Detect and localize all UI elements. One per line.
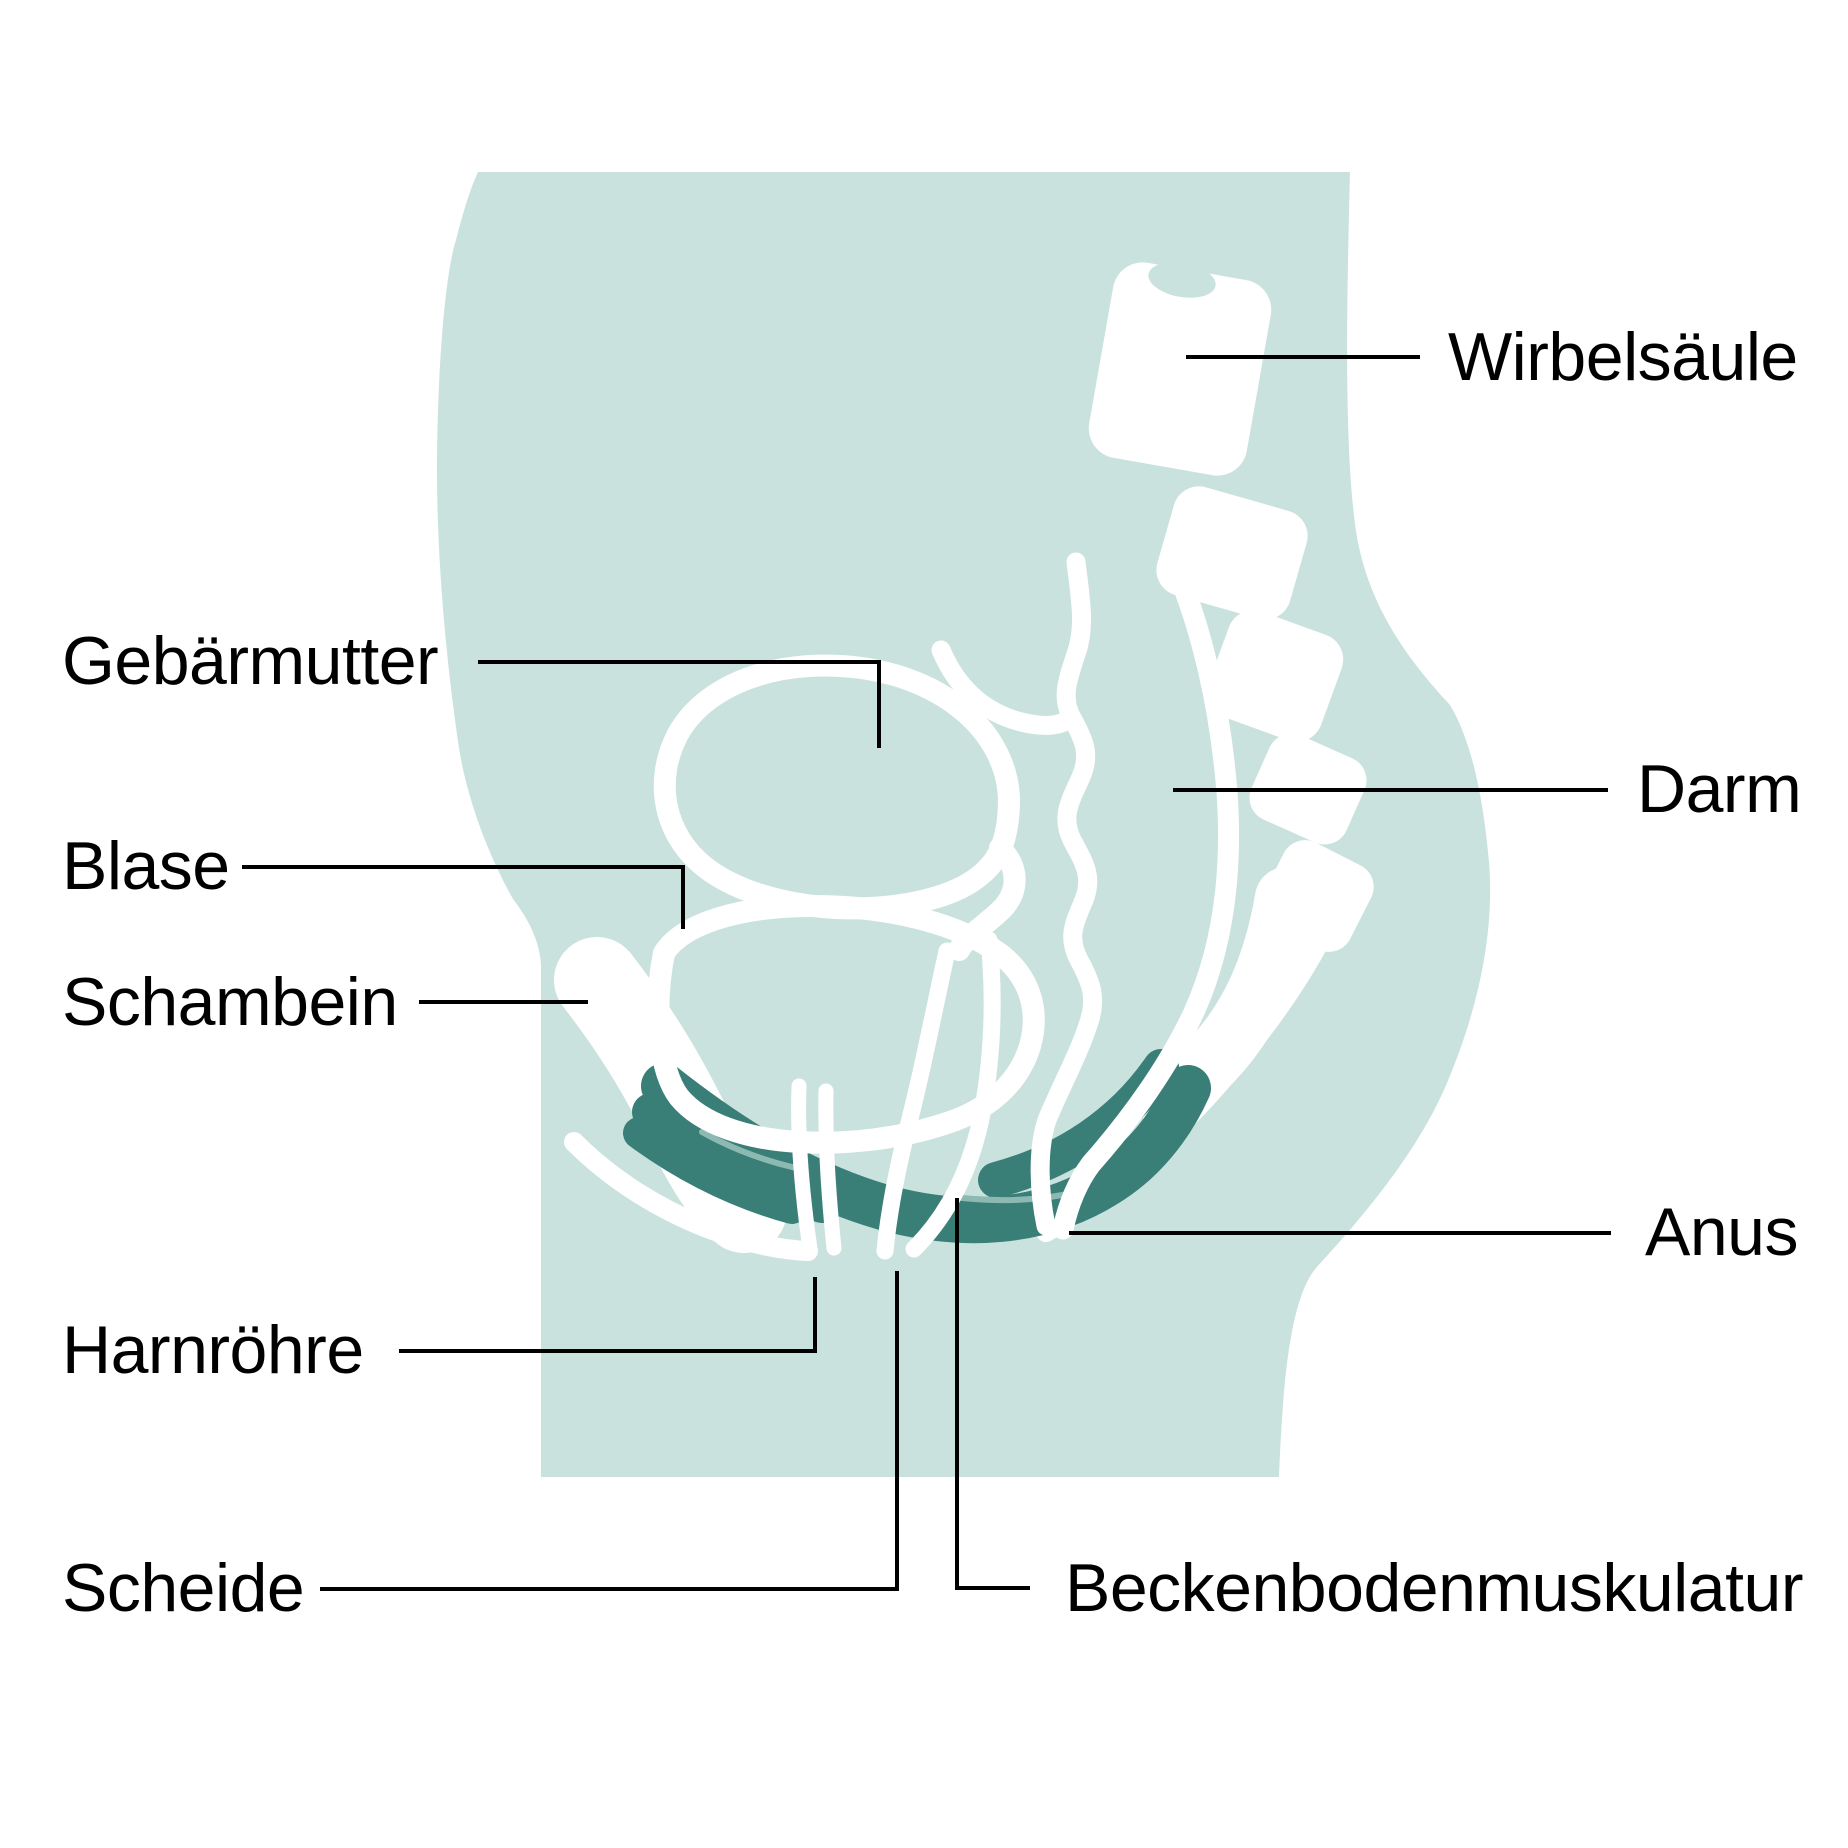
vagina-wall-back bbox=[905, 931, 1001, 1258]
vertebra-3 bbox=[1206, 610, 1344, 742]
vertebra-1 bbox=[1088, 262, 1272, 476]
vagina-wall-front bbox=[876, 942, 956, 1260]
label-scheide: Scheide bbox=[62, 1550, 305, 1626]
label-harnroehre: Harnröhre bbox=[62, 1312, 364, 1388]
label-darm: Darm bbox=[1637, 751, 1802, 827]
leader-scheide bbox=[320, 1271, 899, 1591]
bladder-outline bbox=[647, 895, 1045, 1154]
leader-harnroehre bbox=[399, 1277, 817, 1353]
label-anus: Anus bbox=[1645, 1194, 1799, 1270]
rectum-wall-front bbox=[1030, 552, 1103, 1236]
sigmoid-curve bbox=[931, 640, 1081, 735]
muscle-strand-left-3 bbox=[623, 1117, 808, 1224]
leader-beckenbodenmuskulatur bbox=[955, 1198, 1030, 1590]
rectum-wall-back bbox=[1052, 551, 1239, 1240]
leader-gebaermutter bbox=[478, 660, 881, 748]
label-blase: Blase bbox=[62, 828, 230, 904]
organ-outlines bbox=[647, 551, 1239, 1260]
label-gebaermutter: Gebärmutter bbox=[62, 623, 439, 699]
label-wirbelsaeule: Wirbelsäule bbox=[1448, 319, 1798, 395]
urethra-wall-back bbox=[818, 1083, 842, 1256]
vertebra-notch bbox=[1148, 262, 1216, 298]
uterus-outline bbox=[653, 654, 1020, 920]
label-schambein: Schambein bbox=[62, 964, 398, 1040]
leader-blase bbox=[242, 865, 685, 929]
outlet-arc-left bbox=[564, 1132, 818, 1261]
leader-lines bbox=[242, 355, 1611, 1591]
muscle-band bbox=[641, 1063, 1211, 1244]
label-beckenbodenmuskulatur: Beckenbodenmuskulatur bbox=[1065, 1550, 1803, 1626]
urethra-wall-front bbox=[791, 1078, 818, 1257]
muscle-highlight-1 bbox=[699, 1129, 799, 1171]
